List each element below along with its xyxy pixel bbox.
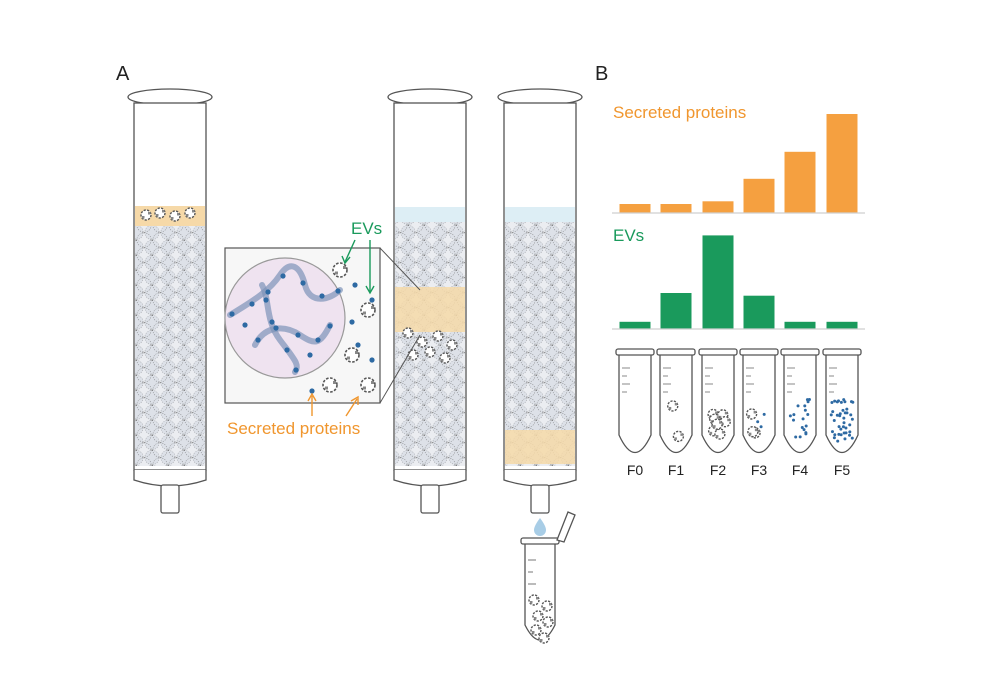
fraction-label-f0: F0 xyxy=(627,462,644,478)
ev-bar-f2 xyxy=(702,235,734,329)
fraction-tube-f2: F2 xyxy=(698,348,738,478)
protein-bar-f2 xyxy=(702,201,734,213)
ev-bar-f0 xyxy=(619,321,651,329)
ev-bar-f1 xyxy=(660,293,692,329)
ev-bar-f4 xyxy=(784,321,816,329)
fraction-tube-f3: F3 xyxy=(739,348,779,478)
chart-secreted-proteins xyxy=(619,114,858,213)
fraction-tubes: F0 F1 F2 F3 F4 F5 xyxy=(615,348,862,478)
protein-bar-f1 xyxy=(660,204,692,213)
protein-bar-f3 xyxy=(743,178,775,213)
ev-bar-f3 xyxy=(743,295,775,329)
evs-label: EVs xyxy=(351,219,382,238)
column-separating xyxy=(387,88,473,514)
fraction-label-f2: F2 xyxy=(710,462,727,478)
column-loaded xyxy=(127,88,213,514)
panel-label-b: B xyxy=(595,63,608,85)
chart-title-proteins: Secreted proteins xyxy=(613,103,746,122)
fraction-tube-f0: F0 xyxy=(615,348,655,478)
protein-arrow-2 xyxy=(345,398,358,417)
fraction-tube-f4: F4 xyxy=(780,348,820,478)
fraction-label-f1: F1 xyxy=(668,462,685,478)
ev-bar-f5 xyxy=(826,321,858,329)
fraction-tube-f1: F1 xyxy=(656,348,696,478)
protein-bar-f5 xyxy=(826,114,858,213)
panel-label-a: A xyxy=(116,63,130,85)
eluting-band xyxy=(505,430,575,464)
chart-evs xyxy=(619,235,858,329)
column-eluting xyxy=(497,88,583,536)
secreted-proteins-label-a: Secreted proteins xyxy=(227,419,360,438)
droplet xyxy=(534,518,546,536)
fraction-label-f3: F3 xyxy=(751,462,768,478)
fraction-tube-f5: F5 xyxy=(822,348,862,478)
collection-tube xyxy=(520,511,576,644)
evs-arrow-1 xyxy=(344,239,356,263)
protein-bar-f0 xyxy=(619,204,651,213)
protein-band xyxy=(395,287,465,332)
protein-bar-f4 xyxy=(784,151,816,213)
pore-inset xyxy=(224,247,421,404)
fraction-label-f4: F4 xyxy=(792,462,809,478)
fraction-label-f5: F5 xyxy=(834,462,851,478)
chart-title-evs: EVs xyxy=(613,226,644,245)
